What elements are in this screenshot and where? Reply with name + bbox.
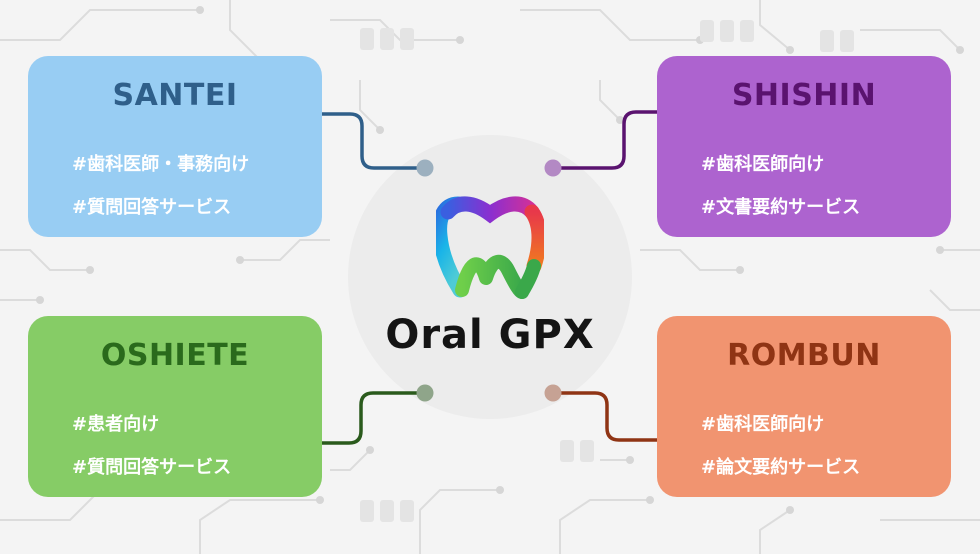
santei-wire [296, 112, 427, 170]
card-tag: #歯科医師向け [701, 414, 825, 435]
rombun-wire [551, 391, 680, 442]
card-tag: #患者向け [72, 414, 160, 435]
card-oshiete: OSHIETE #患者向け #質問回答サービス [28, 316, 322, 497]
oshiete-wire [296, 391, 427, 445]
card-rombun: ROMBUN #歯科医師向け #論文要約サービス [657, 316, 951, 497]
shishin-node-center [544, 159, 562, 177]
rombun-node-center [544, 384, 562, 402]
card-title: SANTEI [112, 78, 238, 113]
card-shishin: SHISHIN #歯科医師向け #文書要約サービス [657, 56, 951, 237]
card-title: SHISHIN [731, 78, 877, 113]
card-title: OSHIETE [100, 338, 250, 373]
brand-name: Oral GPX [385, 312, 595, 358]
card-title: ROMBUN [727, 338, 881, 373]
card-tag: #歯科医師・事務向け [72, 154, 250, 175]
card-tag: #文書要約サービス [701, 197, 861, 218]
oshiete-node-center [416, 384, 434, 402]
shishin-wire [551, 110, 692, 170]
card-tag: #論文要約サービス [701, 457, 861, 478]
tooth-logo-icon [436, 196, 544, 299]
card-santei: SANTEI #歯科医師・事務向け #質問回答サービス [28, 56, 322, 237]
card-tag: #質問回答サービス [72, 197, 232, 218]
card-tag: #歯科医師向け [701, 154, 825, 175]
card-tag: #質問回答サービス [72, 457, 232, 478]
santei-node-center [416, 159, 434, 177]
